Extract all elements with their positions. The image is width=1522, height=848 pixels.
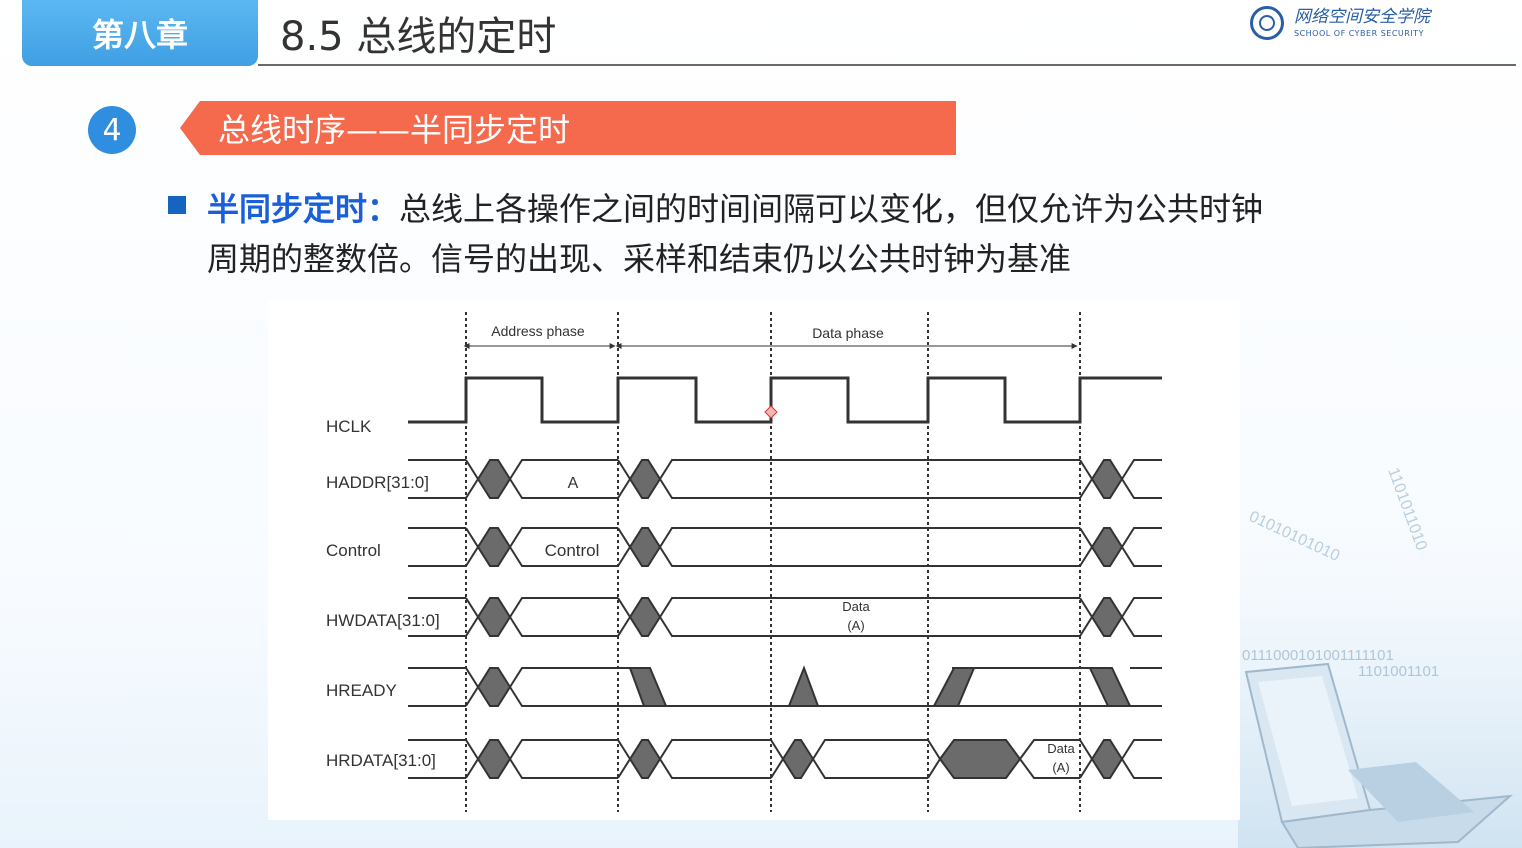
term-label: 半同步定时： [207,190,400,228]
signal-label-hwdata: HWDATA[31:0] [326,611,440,630]
chapter-tab: 第八章 [22,0,258,66]
definition-paragraph: 半同步定时：总线上各操作之间的时间间隔可以变化，但仅允许为公共时钟周期的整数倍。… [207,184,1277,284]
chapter-label: 第八章 [91,16,188,54]
hrdata-waveform [408,739,1162,779]
binary-text-3: 0111000101001111101 [1242,647,1394,664]
section-title: 8.5 总线的定时 [280,14,557,60]
hwdata-waveform [408,597,1162,637]
haddr-value-label: A [568,475,579,492]
definition-text: 总线上各操作之间的时间间隔可以变化，但仅允许为公共时钟周期的整数倍。信号的出现、… [207,190,1264,278]
logo-cn-text: 网络空间安全学院 [1294,6,1430,27]
hclk-waveform [408,376,1162,424]
hrdata-value-label-2: (A) [1052,760,1069,775]
address-phase-label: Address phase [491,323,585,339]
control-value-label: Control [545,541,600,560]
school-logo: 网络空间安全学院 SCHOOL OF CYBER SECURITY [1250,2,1482,44]
hready-waveform [408,665,1162,707]
timing-diagram: Address phase Data phase HCLK HADDR[31:0… [268,300,1240,820]
hwdata-value-label-1: Data [842,599,870,614]
topic-number-badge: 4 [88,106,136,154]
control-waveform [408,527,1162,567]
school-seal-icon [1250,6,1284,40]
hwdata-value-label-2: (A) [847,618,864,633]
bullet-square-icon [168,196,186,214]
haddr-waveform [408,459,1162,499]
signal-label-hrdata: HRDATA[31:0] [326,751,436,770]
binary-text-4: 1101001101 [1358,663,1439,680]
logo-en-text: SCHOOL OF CYBER SECURITY [1294,28,1424,38]
laptop-decoration: 01010101010 1101011010 01110001010011111… [1238,450,1522,848]
signal-label-haddr: HADDR[31:0] [326,473,429,492]
topic-banner: 总线时序——半同步定时 [180,101,956,155]
signal-label-control: Control [326,541,381,560]
clock-edge-markers [465,312,1081,812]
sample-point-marker [764,405,778,419]
topic-banner-text: 总线时序——半同步定时 [218,111,571,149]
signal-label-hready: HREADY [326,681,397,700]
signal-label-hclk: HCLK [326,417,372,436]
header-divider [258,64,1516,66]
data-phase-label: Data phase [812,325,884,341]
hrdata-value-label-1: Data [1047,741,1075,756]
